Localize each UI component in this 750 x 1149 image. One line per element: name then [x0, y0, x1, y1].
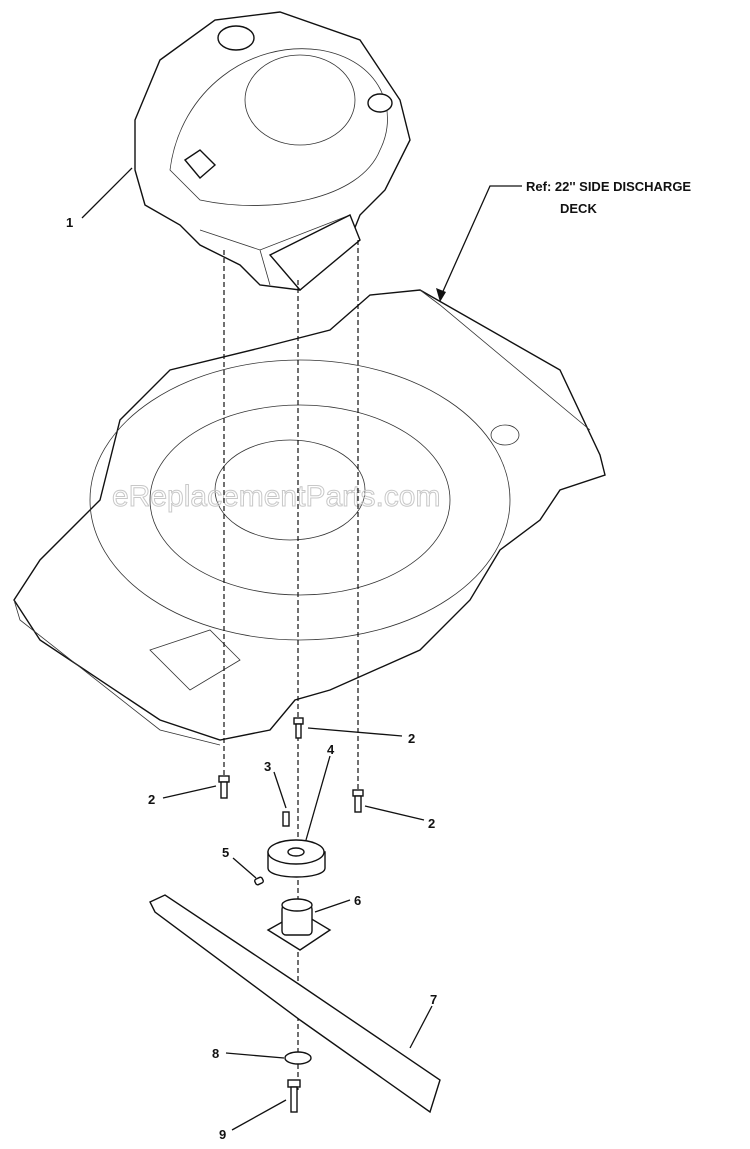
callout-7: 7	[430, 992, 437, 1007]
engine	[134, 11, 411, 291]
watermark: eReplacementParts.com	[112, 480, 440, 513]
blade	[149, 894, 441, 1114]
callout-3: 3	[264, 759, 271, 774]
mower-deck	[13, 289, 606, 746]
reference-label: Ref: 22'' SIDE DISCHARGE	[526, 179, 691, 194]
callout-2-right: 2	[428, 816, 435, 831]
callout-9: 9	[219, 1127, 226, 1142]
washer	[284, 1051, 312, 1065]
blade-bolt	[287, 1079, 301, 1113]
reference-label-deck: DECK	[560, 201, 597, 216]
key	[254, 876, 264, 886]
bolt-left	[218, 775, 230, 799]
callout-2-upper: 2	[408, 731, 415, 746]
bolt-upper	[293, 717, 304, 739]
callout-4: 4	[327, 742, 335, 757]
key-small	[282, 811, 290, 827]
callout-2-left: 2	[148, 792, 155, 807]
bolt-right	[352, 789, 364, 813]
callout-6: 6	[354, 893, 361, 908]
callout-1: 1	[66, 215, 73, 230]
callout-5: 5	[222, 845, 229, 860]
adapter	[267, 839, 326, 878]
callout-8: 8	[212, 1046, 219, 1061]
blade-adapter	[266, 898, 332, 951]
